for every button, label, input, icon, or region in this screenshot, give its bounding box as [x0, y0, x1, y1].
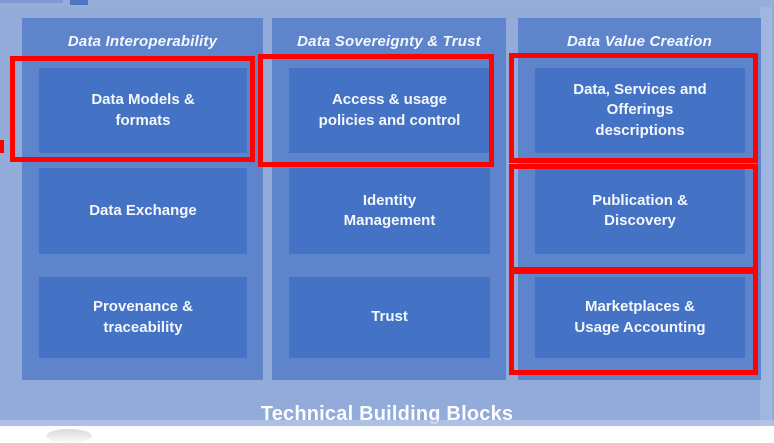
- panel-right-sheen: [760, 7, 772, 426]
- building-blocks-panel: Data Interoperability Data Models & form…: [0, 7, 774, 426]
- block-publication-discovery: Publication & Discovery: [535, 168, 745, 254]
- block-trust: Trust: [289, 277, 490, 358]
- highlight-fragment-left-edge: [0, 140, 4, 153]
- cropped-logo-fragment: [46, 429, 92, 443]
- column-header-data-value-creation: Data Value Creation: [567, 32, 712, 50]
- footer-title: Technical Building Blocks: [260, 403, 514, 425]
- block-data-models-formats: Data Models & formats: [39, 68, 247, 153]
- cropped-title-fragment-left: [0, 0, 63, 3]
- column-header-data-interoperability: Data Interoperability: [67, 32, 218, 50]
- block-access-usage-policies: Access & usage policies and control: [289, 68, 490, 153]
- block-provenance-traceability: Provenance & traceability: [39, 277, 247, 358]
- block-data-exchange: Data Exchange: [39, 168, 247, 254]
- column-header-data-sovereignty-trust: Data Sovereignty & Trust: [297, 32, 481, 50]
- cropped-top-band: [0, 0, 774, 7]
- cropped-title-fragment: [70, 0, 88, 5]
- block-identity-management: Identity Management: [289, 168, 490, 254]
- column-data-interoperability: Data Interoperability Data Models & form…: [22, 18, 263, 380]
- block-data-services-offerings: Data, Services and Offerings description…: [535, 68, 745, 153]
- column-data-sovereignty-trust: Data Sovereignty & Trust Access & usage …: [272, 18, 506, 380]
- block-marketplaces-usage-accounting: Marketplaces & Usage Accounting: [535, 277, 745, 358]
- panel-bottom-edge: [0, 420, 774, 426]
- column-data-value-creation: Data Value Creation Data, Services and O…: [518, 18, 761, 380]
